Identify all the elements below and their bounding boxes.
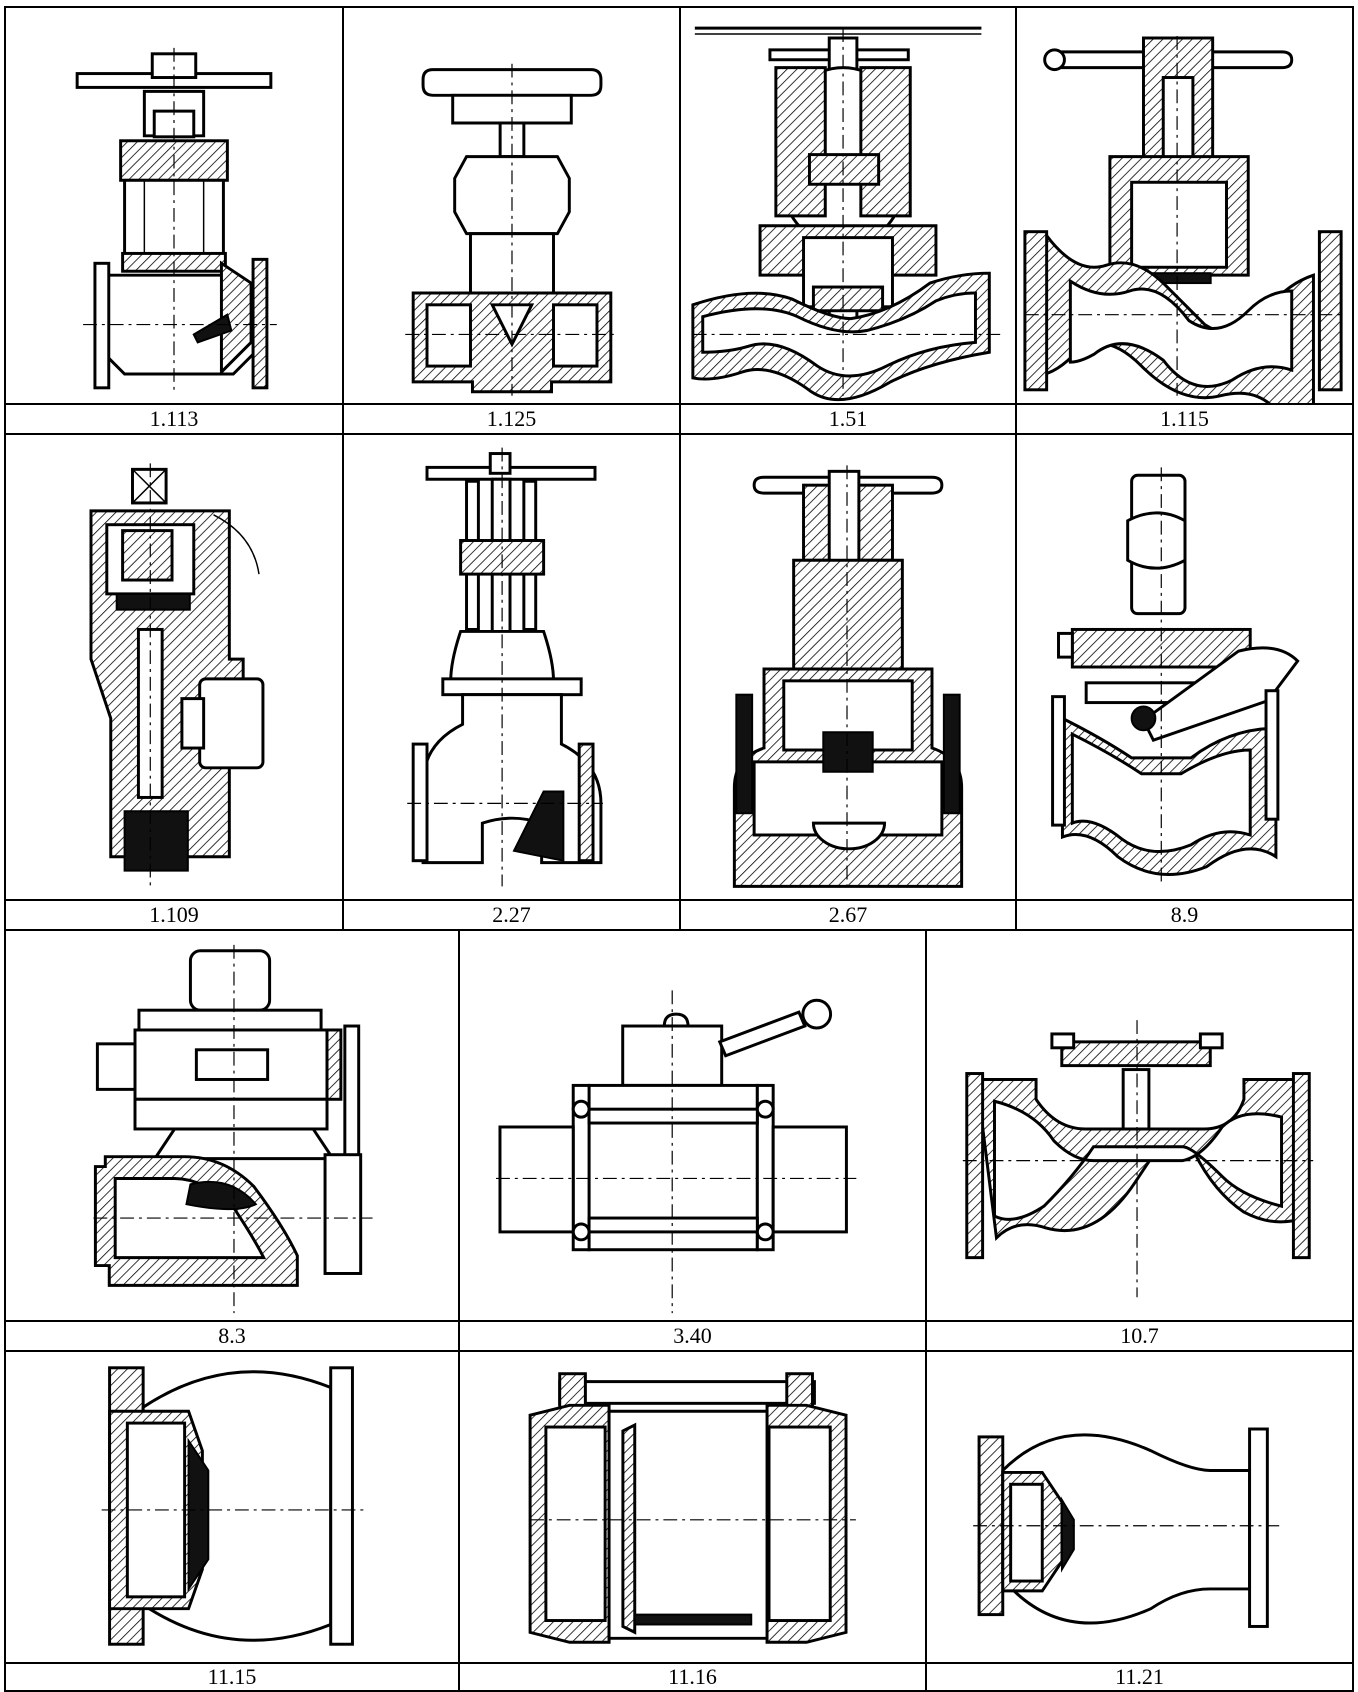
- figure-panel-1-115: [1015, 6, 1354, 405]
- valve-drawing-10-7: [962, 1020, 1314, 1298]
- figure-caption-1-113: 1.113: [4, 403, 344, 435]
- valve-drawing-11-16: [528, 1372, 856, 1644]
- valve-drawing-1-125: [405, 63, 619, 396]
- figure-caption-11-16: 11.16: [458, 1662, 927, 1692]
- valve-drawing-8-9: [1051, 467, 1300, 887]
- figure-panel-11-21: [925, 1350, 1354, 1664]
- figure-caption-11-15: 11.15: [4, 1662, 460, 1692]
- figure-caption-10-7: 10.7: [925, 1320, 1354, 1352]
- figure-panel-8-9: [1015, 433, 1354, 901]
- figure-panel-1-109: [4, 433, 344, 901]
- valve-drawing-1-115: [1023, 36, 1343, 403]
- valve-drawing-2-67: [732, 465, 964, 888]
- figure-panel-1-125: [342, 6, 681, 405]
- valve-drawing-11-15: [101, 1366, 367, 1646]
- figure-caption-1-51: 1.51: [679, 403, 1017, 435]
- figure-panel-11-16: [458, 1350, 927, 1664]
- figure-panel-3-40: [458, 929, 927, 1322]
- valve-drawing-1-51: [691, 26, 1002, 402]
- figure-panel-10-7: [925, 929, 1354, 1322]
- valve-drawing-1-113: [75, 47, 277, 394]
- figure-caption-1-109: 1.109: [4, 899, 344, 931]
- figure-caption-1-115: 1.115: [1015, 403, 1354, 435]
- figure-panel-11-15: [4, 1350, 460, 1664]
- valve-drawing-3-40: [496, 990, 857, 1314]
- figure-caption-8-3: 8.3: [4, 1320, 460, 1352]
- valve-drawing-1-109: [89, 463, 265, 889]
- valve-drawing-11-21: [973, 1427, 1280, 1628]
- valve-drawing-2-27: [407, 447, 603, 887]
- figure-caption-3-40: 3.40: [458, 1320, 927, 1352]
- valve-drawing-8-3: [93, 944, 373, 1314]
- figure-caption-8-9: 8.9: [1015, 899, 1354, 931]
- figure-caption-1-125: 1.125: [342, 403, 681, 435]
- figure-panel-1-51: [679, 6, 1017, 405]
- figure-caption-11-21: 11.21: [925, 1662, 1354, 1692]
- figure-caption-2-27: 2.27: [342, 899, 681, 931]
- figure-panel-8-3: [4, 929, 460, 1322]
- figure-panel-1-113: [4, 6, 344, 405]
- figure-caption-2-67: 2.67: [679, 899, 1017, 931]
- figure-panel-2-67: [679, 433, 1017, 901]
- figure-panel-2-27: [342, 433, 681, 901]
